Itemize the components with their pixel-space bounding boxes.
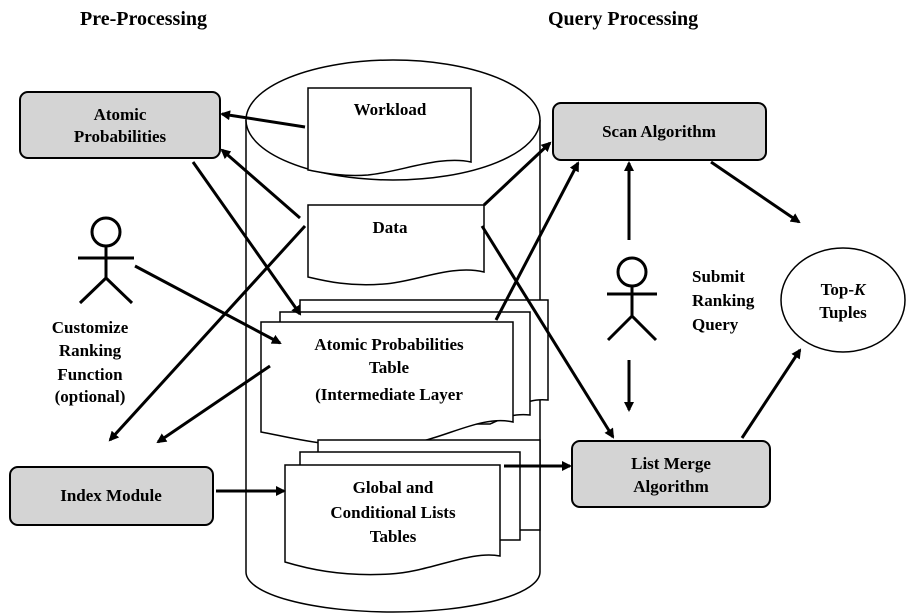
top-k-line-1: Top-K [821, 280, 867, 299]
atomic-table-line-3: (Intermediate Layer [315, 385, 463, 404]
scan-algorithm-label: Scan Algorithm [602, 122, 716, 141]
customize-actor-figure [78, 216, 134, 305]
top-k-tuples-ellipse: Top-K Tuples [780, 247, 906, 353]
submit-actor-figure [606, 256, 658, 342]
lists-table-line-2: Conditional Lists [330, 503, 456, 522]
index-module-box: Index Module [9, 466, 214, 526]
lists-table-line-3: Tables [370, 527, 417, 546]
arrow-data-to-atomic [220, 148, 301, 220]
query-processing-header: Query Processing [548, 8, 698, 30]
data-document: Data [307, 204, 485, 286]
arrow-table-to-index [156, 364, 271, 444]
arrow-table-to-scan [494, 161, 580, 321]
lists-table-line-1: Global and [353, 478, 434, 497]
arrow-data-to-scan [482, 141, 552, 207]
submit-line-1: Submit [692, 267, 745, 286]
lists-tables-document: Global and Conditional Lists Tables [284, 439, 541, 576]
arrow-scan-to-topk [710, 160, 801, 224]
arrow-data-to-index [108, 224, 307, 442]
customize-line-3: Function [57, 365, 123, 384]
list-merge-algorithm-box: List Merge Algorithm [571, 440, 771, 508]
arrow-customize-to-table [134, 264, 282, 345]
arrow-workload-to-atomic [220, 110, 306, 129]
customize-line-1: Customize [52, 318, 129, 337]
data-label: Data [373, 218, 408, 237]
list-merge-line-1: List Merge [631, 454, 711, 473]
arrow-data-to-listmerge [480, 225, 615, 439]
workload-label: Workload [354, 100, 427, 119]
list-merge-line-2: Algorithm [633, 477, 709, 496]
atomic-table-line-2: Table [369, 358, 409, 377]
customize-line-4: (optional) [55, 387, 126, 406]
workload-document: Workload [307, 87, 472, 177]
atomic-probabilities-line-2: Probabilities [74, 127, 167, 146]
arrow-atomic-to-table [191, 161, 302, 316]
customize-line-2: Ranking [59, 341, 122, 360]
index-module-label: Index Module [60, 486, 162, 505]
top-k-line-2: Tuples [819, 303, 867, 322]
customize-actor-label: Customize Ranking Function (optional) [52, 318, 129, 406]
submit-actor-label: Submit Ranking Query [692, 267, 755, 334]
atomic-table-line-1: Atomic Probabilities [314, 335, 464, 354]
pre-processing-header: Pre-Processing [80, 8, 207, 30]
scan-algorithm-box: Scan Algorithm [552, 102, 767, 161]
submit-line-2: Ranking [692, 291, 755, 310]
atomic-probabilities-table-document: Atomic Probabilities Table (Intermediate… [260, 299, 549, 447]
submit-line-3: Query [692, 315, 739, 334]
atomic-probabilities-line-1: Atomic [94, 105, 147, 124]
atomic-probabilities-box: Atomic Probabilities [19, 91, 221, 159]
arrows [108, 110, 802, 496]
arrow-listmerge-to-topk [740, 348, 802, 439]
